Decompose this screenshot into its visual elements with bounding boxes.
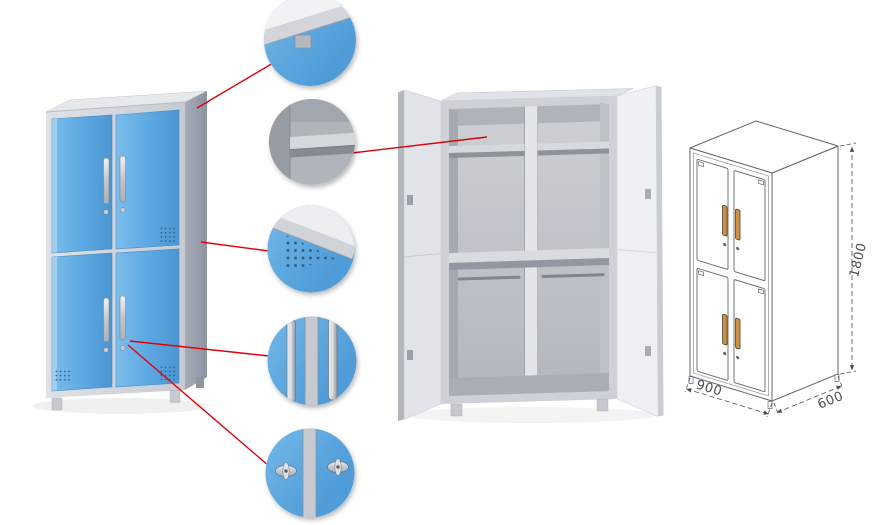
door-bottom-left [51, 252, 113, 392]
callout-ventilation-holes-detail [267, 205, 355, 293]
corner-latch-plate [294, 34, 312, 49]
callout-interior-shelf-detail [269, 99, 355, 185]
hanging-rod-right [541, 273, 605, 278]
leader-vents [200, 241, 270, 252]
hinge-tab [698, 161, 704, 168]
wireframe-lock [723, 351, 727, 356]
leader-locks [127, 344, 270, 467]
door-latch [645, 189, 651, 199]
wireframe-front-face [689, 147, 773, 402]
interior-floor [449, 373, 609, 396]
cabinet-leg [51, 397, 63, 411]
door-latch [407, 195, 413, 205]
shelf-shadow [449, 151, 525, 158]
vent-holes-cluster [159, 226, 177, 242]
hinge-tab [758, 179, 764, 186]
cam-lock-detail [275, 462, 297, 480]
door-handle [119, 155, 126, 203]
wireframe-handle [735, 317, 741, 350]
cabinet-leg [596, 398, 609, 412]
top-shelf-right [537, 141, 609, 151]
door-bottom-right [115, 248, 180, 388]
wireframe-door [696, 159, 729, 270]
door-latch [407, 350, 413, 360]
leader-handles [129, 340, 270, 357]
wireframe-side-face [771, 145, 839, 402]
leader-lines [127, 55, 488, 467]
right-open-door-edge [656, 85, 664, 417]
open-cabinet-floor-shadow [406, 407, 656, 423]
hanging-rod-left [457, 275, 521, 281]
right-door-seam [616, 249, 659, 254]
door-highlight [52, 118, 57, 253]
width-dim-line [686, 388, 769, 415]
dimension-wireframe: 1800 900 600 [684, 120, 870, 418]
cabinet-leg [169, 390, 181, 403]
door-top-right [115, 109, 180, 250]
wireframe-handle [735, 208, 741, 241]
door-handle [103, 297, 110, 343]
hinge-tab [758, 288, 764, 295]
wireframe-door [733, 279, 766, 392]
cam-lock-detail [327, 458, 349, 476]
cam-lock [120, 207, 126, 213]
cabinet-leg [450, 403, 463, 417]
wireframe-door [733, 170, 766, 281]
wireframe-handle [722, 204, 728, 237]
shelf-shadow [449, 258, 609, 270]
door-top-left [51, 114, 113, 254]
cabinet-side-face [185, 91, 207, 390]
shelf-surface [290, 132, 355, 150]
callout-door-handles-detail [267, 316, 357, 406]
closed-cabinet-render [32, 90, 208, 414]
cabinet-leg [196, 377, 204, 388]
width-dimension-label: 900 [694, 378, 724, 400]
top-shelf-left [449, 144, 525, 153]
vent-holes-pattern [282, 233, 336, 272]
hinge-tab [698, 270, 704, 277]
door-handle [119, 295, 126, 341]
wireframe-lock [723, 242, 727, 247]
wireframe-doors [693, 152, 769, 397]
cam-lock [103, 209, 109, 215]
height-dimension-label: 1800 [847, 241, 870, 279]
cam-lock [120, 345, 126, 351]
wireframe-door [696, 268, 729, 381]
wireframe-handle [722, 313, 728, 346]
door-highlight [52, 256, 57, 391]
wireframe-lock [736, 355, 740, 360]
center-divider [524, 106, 538, 394]
leader-top-corner [196, 55, 286, 109]
depth-dim-line [776, 385, 842, 413]
callout-top-corner-detail [264, 0, 356, 86]
cabinet-floor-shadow [32, 398, 208, 414]
door-handle [103, 157, 110, 205]
depth-dimension-label: 600 [816, 389, 846, 413]
dimension-lines [684, 142, 857, 418]
interior-left-wall [449, 109, 458, 396]
left-door-seam [403, 253, 442, 258]
shelf-shadow [537, 148, 609, 156]
wireframe-lock [736, 246, 740, 251]
door-latch [645, 346, 651, 356]
left-open-door-edge [398, 90, 404, 421]
vent-holes-cluster [159, 364, 177, 380]
vent-holes-cluster [55, 368, 70, 381]
cam-lock [103, 347, 109, 353]
callout-cam-locks-detail [265, 428, 355, 518]
open-cabinet-top [440, 88, 634, 102]
leader-shelf [351, 136, 488, 154]
interior-right-wall [600, 102, 609, 391]
top-edge-line [45, 101, 186, 113]
open-cabinet-render [398, 85, 664, 423]
